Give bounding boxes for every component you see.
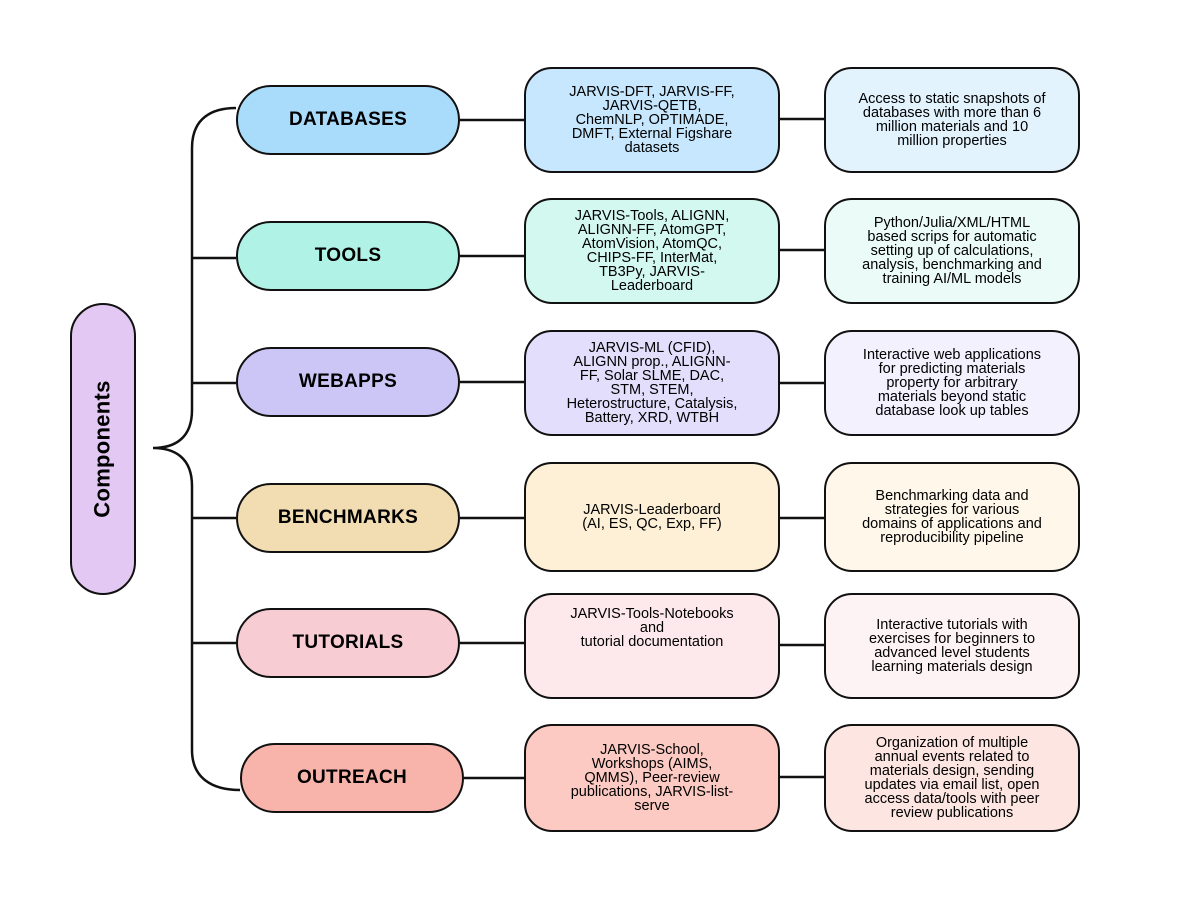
category-webapps: WEBAPPS <box>236 347 460 417</box>
category-benchmarks-label: BENCHMARKS <box>277 507 419 528</box>
category-tutorials: TUTORIALS <box>236 608 460 678</box>
brace-connector <box>152 106 241 792</box>
category-tools: TOOLS <box>236 221 460 291</box>
tutorials-description-box: Interactive tutorials with exercises for… <box>824 593 1080 699</box>
outreach-resources-text: JARVIS-School, Workshops (AIMS, QMMS), P… <box>570 742 734 814</box>
databases-description-box: Access to static snapshots of databases … <box>824 67 1080 173</box>
category-databases-label: DATABASES <box>288 109 408 130</box>
tools-resources-text: JARVIS-Tools, ALIGNN, ALIGNN-FF, AtomGPT… <box>574 208 730 294</box>
category-databases: DATABASES <box>236 85 460 155</box>
databases-resources-box: JARVIS-DFT, JARVIS-FF, JARVIS-QETB, Chem… <box>524 67 780 173</box>
benchmarks-description-text: Benchmarking data and strategies for var… <box>862 488 1042 546</box>
outreach-description-box: Organization of multiple annual events r… <box>824 724 1080 832</box>
tutorials-resources-box: JARVIS-Tools-Notebooks and tutorial docu… <box>524 593 780 699</box>
category-benchmarks: BENCHMARKS <box>236 483 460 553</box>
category-outreach-label: OUTREACH <box>296 767 408 788</box>
components-root: Components <box>70 303 136 595</box>
tools-description-text: Python/Julia/XML/HTML based scrips for a… <box>862 215 1042 287</box>
category-tools-label: TOOLS <box>314 245 382 266</box>
benchmarks-resources-box: JARVIS-Leaderboard (AI, ES, QC, Exp, FF) <box>524 462 780 572</box>
category-outreach: OUTREACH <box>240 743 464 813</box>
benchmarks-description-box: Benchmarking data and strategies for var… <box>824 462 1080 572</box>
tools-resources-box: JARVIS-Tools, ALIGNN, ALIGNN-FF, AtomGPT… <box>524 198 780 304</box>
tools-description-box: Python/Julia/XML/HTML based scrips for a… <box>824 198 1080 304</box>
category-tutorials-label: TUTORIALS <box>292 632 404 653</box>
tutorials-resources-text: JARVIS-Tools-Notebooks and tutorial docu… <box>570 606 734 650</box>
components-label: Components <box>90 380 116 518</box>
webapps-resources-text: JARVIS-ML (CFID), ALIGNN prop., ALIGNN- … <box>566 340 738 426</box>
webapps-description-text: Interactive web applications for predict… <box>862 347 1042 419</box>
category-webapps-label: WEBAPPS <box>298 371 398 392</box>
databases-resources-text: JARVIS-DFT, JARVIS-FF, JARVIS-QETB, Chem… <box>569 84 735 156</box>
webapps-description-box: Interactive web applications for predict… <box>824 330 1080 436</box>
tutorials-description-text: Interactive tutorials with exercises for… <box>868 617 1036 675</box>
outreach-resources-box: JARVIS-School, Workshops (AIMS, QMMS), P… <box>524 724 780 832</box>
benchmarks-resources-text: JARVIS-Leaderboard (AI, ES, QC, Exp, FF) <box>582 502 722 532</box>
webapps-resources-box: JARVIS-ML (CFID), ALIGNN prop., ALIGNN- … <box>524 330 780 436</box>
databases-description-text: Access to static snapshots of databases … <box>858 91 1046 149</box>
outreach-description-text: Organization of multiple annual events r… <box>864 735 1040 821</box>
